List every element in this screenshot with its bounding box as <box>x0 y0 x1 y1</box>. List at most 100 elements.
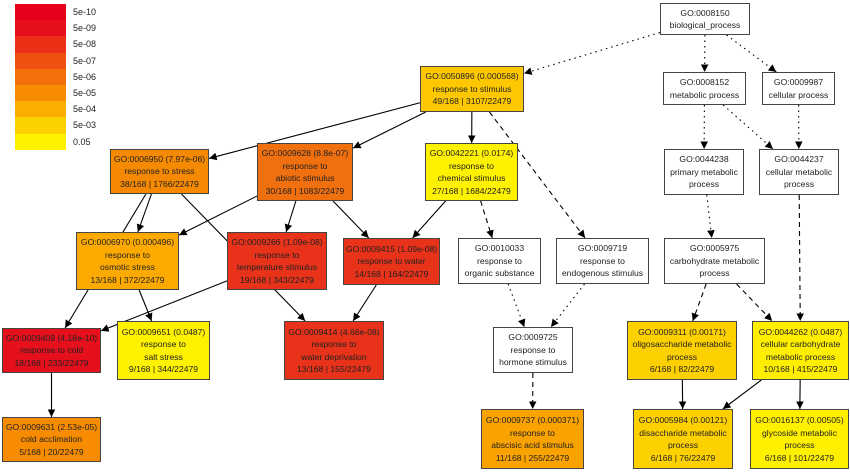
legend-item: 5e-03 <box>15 117 97 134</box>
edge-solid <box>208 102 421 161</box>
go-term-text: temperature stimulus <box>236 262 318 272</box>
go-term-id: GO:0010033 <box>474 243 525 254</box>
go-term-text: cellular process <box>768 89 829 100</box>
edge-solid <box>138 289 153 322</box>
edge-solid <box>722 379 762 410</box>
edge-solid <box>284 200 297 233</box>
go-term-text: endogenous stimulus <box>561 268 644 279</box>
go-term-text: metabolic process <box>669 89 740 100</box>
go-term-id: GO:0009415 (1.09e-08) <box>345 243 438 254</box>
go-node-response-to-stimulus[interactable]: GO:0050896 (0.000568)response to stimulu… <box>420 66 524 112</box>
go-term-text: 6/168 | 82/22479 <box>649 364 715 374</box>
go-node-metabolic-process[interactable]: GO:0008152 metabolic process <box>663 72 746 105</box>
edge-dashed <box>736 283 773 322</box>
go-term-text: response to <box>449 160 494 171</box>
edge-dashed <box>691 283 707 322</box>
legend-item: 5e-05 <box>15 84 97 102</box>
edge-dotted <box>523 31 661 75</box>
go-node-cellular-process[interactable]: GO:0009987 cellular process <box>762 72 835 105</box>
legend-label: 5e-05 <box>73 88 97 99</box>
go-node-disaccharide-metabolic-process[interactable]: GO:0005984 (0.00121)disaccharide metabol… <box>633 409 733 469</box>
legend-label: 5e-08 <box>73 39 97 50</box>
edge-solid <box>136 193 152 233</box>
go-term-id: GO:0009987 <box>773 77 824 87</box>
go-term-text: response to stress <box>124 166 195 177</box>
legend-swatch <box>15 68 66 85</box>
legend-label: 5e-06 <box>73 71 97 82</box>
go-term-id: GO:0009737 (0.000371) <box>485 415 580 425</box>
legend-label: 5e-03 <box>73 120 97 131</box>
legend-item: 5e-09 <box>15 20 97 37</box>
legend-swatch <box>15 117 66 134</box>
legend-item: 5e-10 <box>15 4 97 21</box>
go-term-text: biological_process <box>669 20 741 30</box>
legend-label: 5e-10 <box>73 7 97 18</box>
go-term-text: response to <box>282 160 328 171</box>
go-term-id: GO:0008152 <box>679 77 730 87</box>
go-term-id: GO:0005984 (0.00121) <box>638 415 728 425</box>
legend-label: 5e-07 <box>73 55 97 66</box>
go-term-text: 6/168 | 76/22479 <box>650 452 716 463</box>
p-value-legend: 5e-10 5e-09 5e-08 5e-07 5e-06 5e-05 5e-04 5e-03… <box>15 4 96 150</box>
go-term-text: cellular carbohydrate <box>760 339 841 349</box>
edge-dotted <box>706 194 715 239</box>
go-term-text: carbohydrate metabolic <box>669 255 760 266</box>
edge-solid <box>352 284 377 322</box>
go-term-id: GO:0008150 <box>680 7 730 18</box>
edge-solid <box>352 111 426 149</box>
legend-item: 5e-06 <box>15 68 97 85</box>
go-term-text: 13/168 | 155/22479 <box>297 364 371 374</box>
edge-dotted <box>722 104 774 150</box>
go-term-text: abiotic stimulus <box>275 173 335 183</box>
go-node-cellular-carbohydrate-metabolic-process[interactable]: GO:0044262 (0.0487)cellular carbohydrate… <box>752 321 849 380</box>
go-term-text: oligosaccharide metabolic <box>632 339 732 349</box>
go-term-text: glycoside metabolic <box>762 427 837 438</box>
go-term-text: response to <box>510 427 555 438</box>
go-term-text: response to stimulus <box>432 83 512 94</box>
go-term-text: metabolic process <box>765 351 836 362</box>
go-term-id: GO:0009725 <box>508 332 558 343</box>
legend-swatch <box>15 4 66 21</box>
go-term-id: GO:0009409 (4.18e-10) <box>5 332 98 343</box>
legend-item: 5e-08 <box>15 36 97 53</box>
go-term-text: osmotic stress <box>100 262 155 272</box>
go-term-id: GO:0006970 (0.000496) <box>80 237 175 247</box>
go-term-text: hormone stimulus <box>499 357 567 368</box>
go-term-id: GO:0009719 <box>577 243 628 254</box>
go-term-id: GO:0050896 (0.000568) <box>425 71 519 82</box>
go-term-text: cold acclimation <box>20 434 83 445</box>
legend-label: 5e-09 <box>73 23 97 34</box>
go-term-text: primary metabolic <box>670 166 738 177</box>
edge-solid <box>412 200 446 239</box>
go-node-oligosaccharide-metabolic-process[interactable]: GO:0009311 (0.00171) oligosaccharide meta… <box>627 321 737 380</box>
legend-swatch <box>15 84 66 102</box>
legend-item: 5e-07 <box>15 52 97 69</box>
go-term-text: process <box>666 351 698 362</box>
go-term-text: process <box>783 179 815 190</box>
go-term-text: response to <box>311 339 357 349</box>
go-term-id: GO:0006950 (7.97e-06) <box>113 153 206 164</box>
legend-item: 5e-04 <box>15 101 96 118</box>
go-term-id: GO:0009311 (0.00171) <box>638 326 726 337</box>
go-term-id: GO:0009651 (0.0487) <box>121 326 206 337</box>
go-term-text: process <box>784 440 815 450</box>
go-node-biological-process[interactable]: GO:0008150 biological_process <box>660 3 750 35</box>
